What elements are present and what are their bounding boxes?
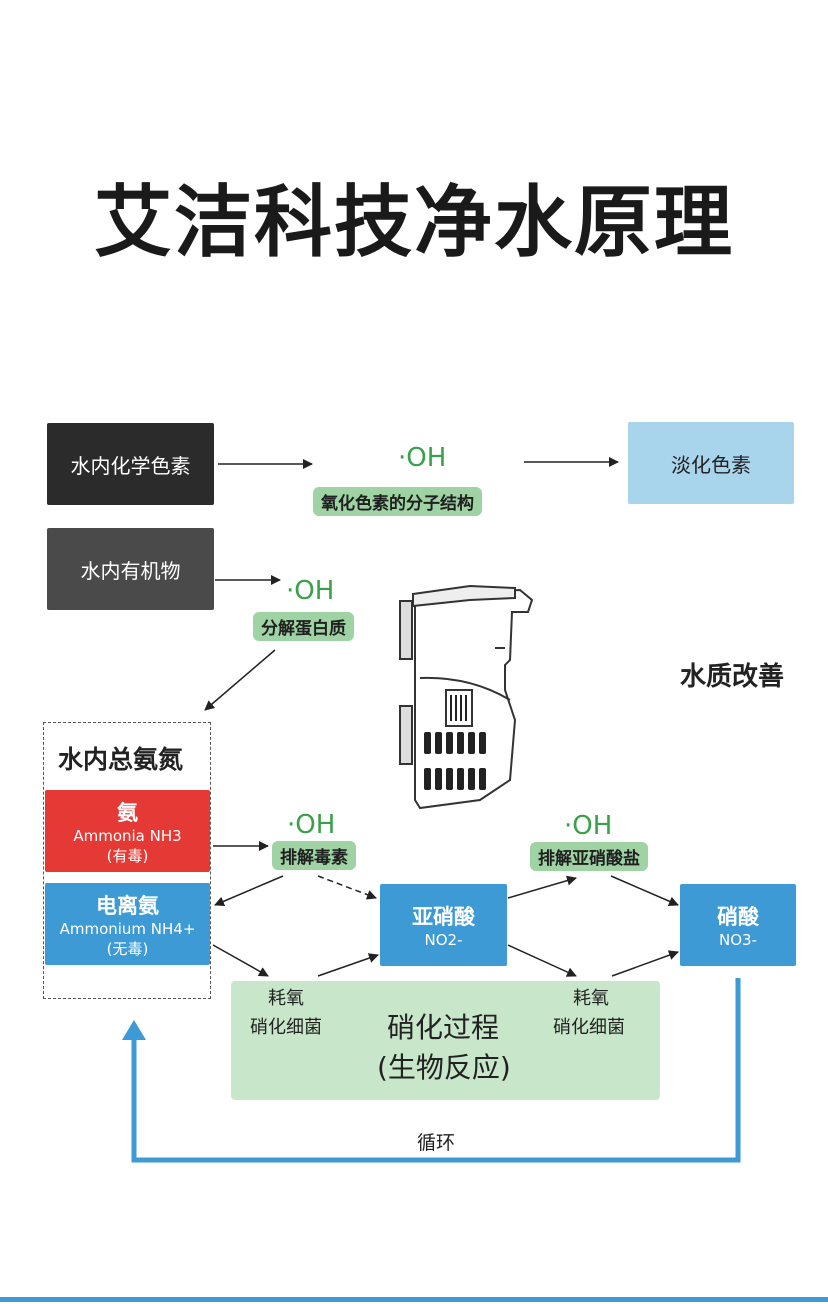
ammonium-note: (无毒) [106, 939, 149, 958]
total-ammonia-label: 水内总氨氮 [58, 745, 184, 774]
process-subtitle: (生物反应) [377, 1051, 511, 1084]
ammonia-name: 氨 [117, 800, 138, 825]
water-quality-label: 水质改善 [680, 662, 785, 692]
nitrite-box: 亚硝酸 NO2- [380, 884, 507, 966]
arrow-icon [317, 875, 377, 900]
faded-pigment-box: 淡化色素 [628, 422, 794, 504]
ammonia-box: 氨 Ammonia NH3 (有毒) [45, 790, 210, 872]
ammonium-en: Ammonium NH4+ [59, 919, 196, 938]
nitrate-box: 硝酸 NO3- [680, 884, 796, 966]
ammonium-name: 电离氨 [96, 893, 159, 918]
arrow-icon [214, 875, 284, 907]
page-title: 艾洁科技净水原理 [93, 178, 734, 268]
process-title: 硝化过程 [387, 1011, 500, 1044]
arrow-icon [204, 649, 276, 711]
total-ammonia-panel [43, 722, 211, 999]
ammonia-en: Ammonia NH3 [73, 826, 182, 845]
oh-symbol-2: ·OH [286, 576, 335, 606]
decompose-pill: 分解蛋白质 [253, 612, 354, 641]
nitrite-remove-pill: 排解亚硝酸盐 [530, 842, 648, 871]
ammonium-box: 电离氨 Ammonium NH4+ (无毒) [45, 883, 210, 965]
nitrate-name: 硝酸 [717, 905, 759, 929]
ammonia-note: (有毒) [106, 846, 149, 865]
cycle-arrow-head [122, 1020, 146, 1040]
oh-symbol-1: ·OH [398, 443, 447, 473]
oh-symbol-3: ·OH [287, 810, 336, 840]
arrow-icon [611, 950, 679, 977]
oh-symbol-4: ·OH [564, 811, 613, 841]
bacteria-2-line1: 耗氧 [573, 988, 609, 1009]
arrow-icon [610, 875, 679, 907]
faded-pigment-label: 淡化色素 [671, 452, 751, 477]
chem-pigment-label: 水内化学色素 [70, 453, 191, 478]
nitrification-panel [231, 981, 660, 1100]
bacteria-2-line2: 硝化细菌 [553, 1017, 625, 1038]
arrow-icon [507, 875, 577, 899]
cycle-arrow [131, 978, 741, 1163]
arrow-icon [507, 944, 577, 977]
organic-box: 水内有机物 [47, 528, 214, 610]
bacteria-1-line2: 硝化细菌 [250, 1017, 322, 1038]
nitrite-formula: NO2- [424, 931, 463, 949]
oxidize-pill: 氧化色素的分子结构 [313, 487, 482, 516]
nitrite-name: 亚硝酸 [412, 905, 475, 929]
bottom-divider [0, 1297, 828, 1302]
bacteria-1-line1: 耗氧 [268, 988, 304, 1009]
nitrate-formula: NO3- [719, 931, 757, 949]
arrow-icon [212, 944, 269, 977]
arrow-icon [317, 953, 379, 977]
detox-pill: 排解毒素 [272, 841, 356, 870]
cycle-label: 循环 [417, 1132, 456, 1154]
chem-pigment-box: 水内化学色素 [47, 423, 214, 505]
organic-label: 水内有机物 [80, 558, 181, 583]
